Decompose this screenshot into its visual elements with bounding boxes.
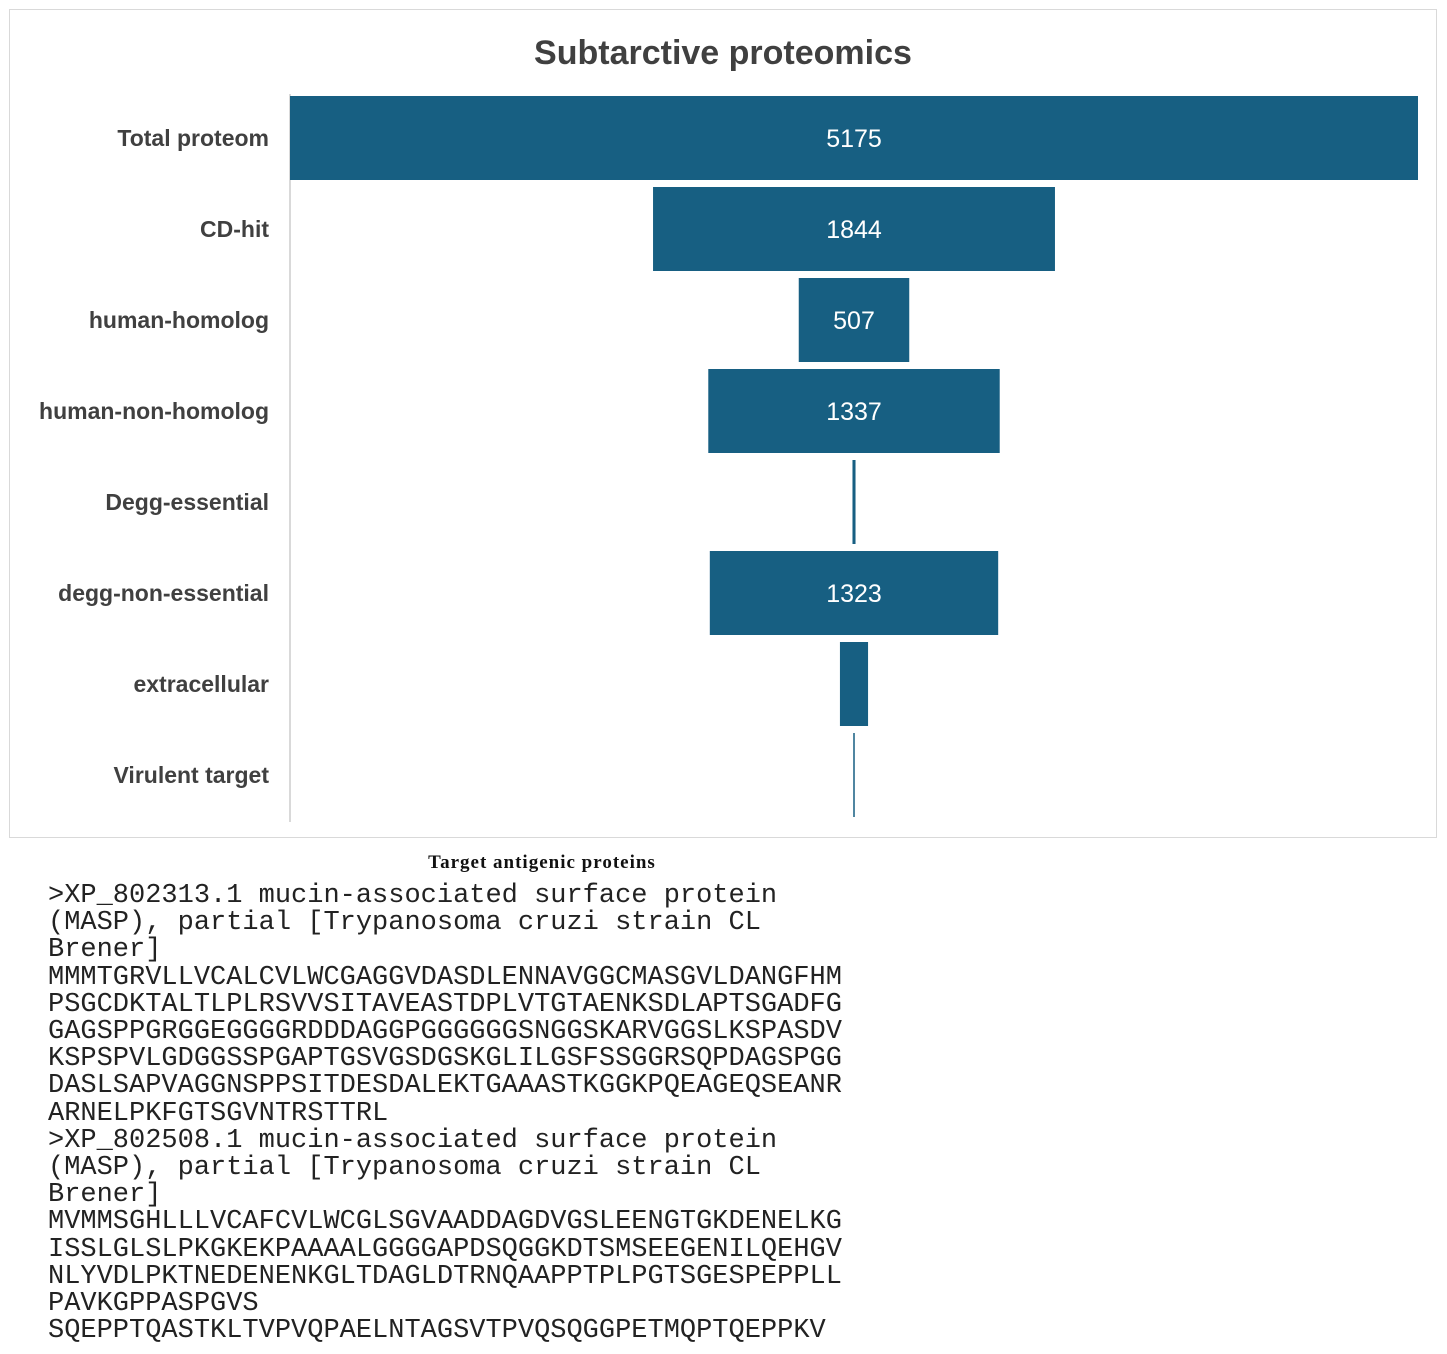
sequence-line: (MASP), partial [Trypanosoma cruzi strai… — [48, 908, 761, 939]
sequence-line: DASLSAPVAGGNSPPSITDESDALEKTGAAASTKGGKPQE… — [48, 1071, 842, 1102]
sequence-line: Brener] — [48, 935, 162, 966]
sequence-line: PAVKGPPASPGVS — [48, 1289, 259, 1320]
category-label: Total proteom — [117, 125, 269, 151]
sequence-line: Brener] — [48, 1180, 162, 1211]
sequence-line: KSPSPVLGDGGSSPGAPTGSVGSDGSKGLILGSFSSGGRS… — [48, 1044, 842, 1075]
funnel-bar — [852, 460, 856, 544]
category-label: CD-hit — [200, 216, 269, 242]
data-label: 5175 — [826, 125, 882, 153]
sequence-caption: Target antigenic proteins — [428, 852, 656, 873]
sequence-line: GAGSPPGRGGEGGGGRDDDAGGPGGGGGGSNGGSKARVGG… — [48, 1017, 842, 1048]
funnel-bar — [653, 187, 1055, 271]
chart-title: Subtarctive proteomics — [534, 34, 912, 72]
sequence-header-line: >XP_802508.1 mucin-associated surface pr… — [48, 1125, 778, 1156]
funnel-bar — [290, 96, 1418, 180]
sequence-line: ARNELPKFGTSGVNTRSTTRL — [48, 1098, 389, 1129]
data-label: 1323 — [826, 580, 882, 608]
sequence-line: PSGCDKTALTLPLRSVVSITAVEASTDPLVTGTAENKSDL… — [48, 989, 842, 1020]
data-label: 507 — [833, 307, 875, 335]
sequence-line: MVMMSGHLLLVCAFCVLWCGLSGVAADDAGDVGSLEENGT… — [48, 1207, 842, 1238]
data-label: 1844 — [826, 216, 882, 244]
funnel-bar — [853, 733, 855, 817]
category-label: degg-non-essential — [58, 580, 269, 606]
funnel-bar — [798, 278, 910, 362]
category-label: human-non-homolog — [39, 398, 269, 424]
sequence-header-line: >XP_802313.1 mucin-associated surface pr… — [48, 881, 778, 911]
category-label: extracellular — [133, 671, 269, 697]
funnel-bar — [709, 551, 999, 635]
data-label: 1337 — [826, 398, 882, 426]
category-label: Virulent target — [114, 762, 270, 788]
sequence-line: MMMTGRVLLVCALCVLWCGAGGVDASDLENNAVGGCMASG… — [48, 962, 842, 993]
category-label: human-homolog — [89, 307, 269, 333]
sequence-line: (MASP), partial [Trypanosoma cruzi strai… — [48, 1153, 761, 1184]
category-label: Degg-essential — [105, 489, 269, 515]
sequence-line: NLYVDLPKTNEDENENKGLTDAGLDTRNQAAPPTPLPGTS… — [48, 1261, 842, 1292]
sequence-block: >XP_802313.1 mucin-associated surface pr… — [48, 881, 1438, 1347]
funnel-bar — [839, 642, 869, 726]
sequence-line: SQEPPTQASTKLTVPVQPAELNTAGSVTPVQSQGGPETMQ… — [48, 1316, 826, 1347]
sequence-line: ISSLGLSLPKGKEKPAAAALGGGGAPDSQGGKDTSMSEEG… — [48, 1234, 842, 1265]
funnel-bar — [708, 369, 1000, 453]
